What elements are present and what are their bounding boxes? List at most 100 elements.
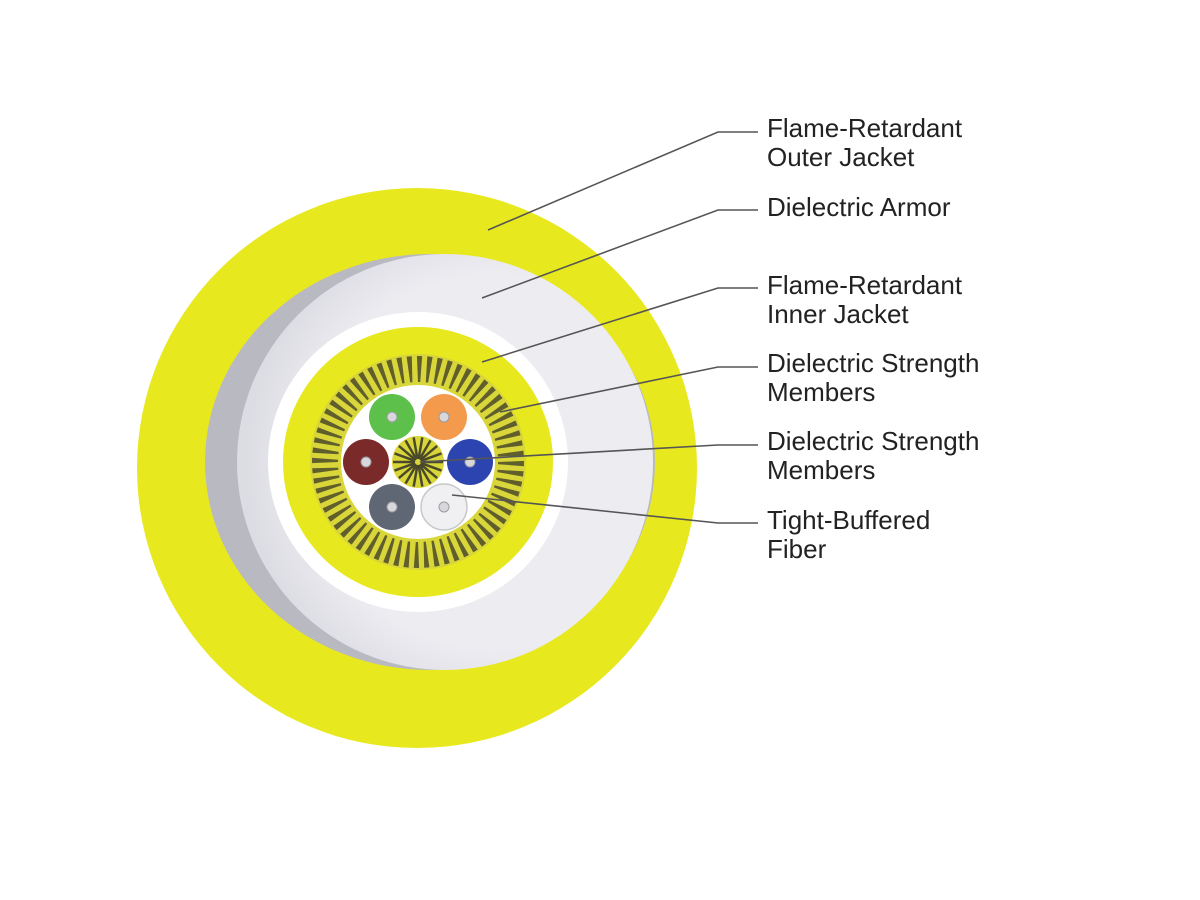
central-yarn-strand (404, 463, 418, 485)
yarn-strand (416, 356, 423, 382)
yarn-strand (468, 379, 489, 402)
yarn-strand (347, 522, 368, 545)
central-yarn-strand (418, 463, 432, 485)
yarn-strand (462, 373, 481, 397)
fiber-core (386, 411, 398, 423)
central-yarn-strand (398, 444, 417, 462)
yarn-strand (446, 535, 460, 562)
yarn-strand (439, 538, 450, 565)
central-yarn-strand (394, 461, 416, 472)
yarn-strand (376, 362, 390, 389)
cable-cross-section (137, 188, 697, 748)
yarn-strand (396, 357, 405, 384)
yarn-strand (329, 399, 353, 418)
yarn-strand (474, 386, 496, 407)
yarn-strand (497, 469, 524, 477)
yarn-strand (455, 368, 472, 393)
yarn-strand (318, 490, 345, 504)
yarn-strand (313, 475, 340, 484)
leader-inner-jacket (481, 287, 758, 363)
yarn-strand (496, 440, 523, 449)
yarn-strand (406, 356, 413, 383)
leader-strength-members-central (419, 444, 758, 463)
yarn-strand (322, 497, 348, 513)
label-strength-members-outer-line1: Dielectric Strength (767, 348, 979, 378)
yarn-strand (460, 528, 478, 553)
yarn-strand (349, 377, 369, 401)
label-inner-jacket-line2: Inner Jacket (767, 299, 909, 329)
yarn-strand (479, 393, 503, 413)
yarn-strand (312, 457, 338, 464)
yarn-strand (431, 540, 440, 567)
central-yarn-strand (419, 444, 438, 462)
yarn-strand (313, 437, 340, 447)
yarn-strand (373, 535, 388, 561)
central-yarn-strand (418, 439, 432, 461)
yarn-strand (319, 417, 345, 432)
central-strength-member (392, 436, 444, 488)
yarn-strand (484, 402, 509, 420)
central-yarn-strand (420, 461, 442, 472)
label-strength-members-central-line2: Members (767, 455, 875, 485)
yarn-strand (386, 359, 397, 386)
yarn-strand (423, 541, 430, 568)
yarn-strand (488, 411, 514, 427)
yarn-strand (333, 511, 357, 531)
leader-fiber (451, 494, 758, 524)
yarn-strand (327, 504, 352, 522)
yarn-strand (355, 527, 374, 551)
fiber-core (386, 501, 398, 513)
central-yarn-strand (398, 462, 417, 480)
yarn-strand (487, 499, 512, 516)
yarn-strand (433, 357, 443, 384)
label-outer-jacket-line2: Outer Jacket (767, 142, 915, 172)
yarn-strand (358, 371, 376, 396)
yarn-strand (493, 485, 520, 497)
central-yarn-strand (394, 452, 416, 463)
central-yarn-strand (412, 464, 419, 487)
central-yarn-strand (412, 437, 419, 460)
yarn-strand (383, 537, 395, 564)
fiber-core (438, 501, 450, 513)
yarn-strand (473, 518, 494, 540)
yarn-strand (497, 450, 524, 457)
leader-lines (419, 131, 758, 524)
yarn-strand (367, 366, 383, 392)
yarn-strand (403, 541, 411, 568)
yarn-strand (324, 408, 349, 425)
yarn-strand (448, 363, 463, 389)
yarn-strand (335, 391, 358, 412)
yarn-strand (342, 384, 363, 406)
fiber-core (360, 456, 372, 468)
yarn-strand (393, 540, 403, 567)
yarn-strand (316, 427, 343, 439)
yarn-strand (478, 512, 501, 533)
yarn-strand (364, 531, 381, 556)
central-yarn-strand (417, 464, 424, 487)
yarn-strand (425, 356, 433, 383)
yarn-strand (340, 517, 362, 538)
central-yarn-strand (420, 452, 442, 463)
fiber-core (438, 411, 450, 423)
label-armor: Dielectric Armor (767, 192, 951, 222)
yarn-strand (483, 506, 507, 525)
label-strength-members-central-line1: Dielectric Strength (767, 426, 979, 456)
yarn-strand (491, 492, 517, 507)
central-yarn-strand (419, 462, 438, 480)
leader-strength-members-outer (499, 366, 758, 413)
yarn-strand (312, 447, 339, 455)
label-fiber-line1: Tight-Buffered (767, 505, 930, 535)
callout-labels: Flame-Retardant Outer Jacket Dielectric … (767, 113, 979, 564)
strength-yarn-strands (312, 356, 524, 568)
yarn-strand (496, 477, 523, 487)
label-strength-members-outer-line2: Members (767, 377, 875, 407)
label-outer-jacket-line1: Flame-Retardant (767, 113, 963, 143)
yarn-strand (498, 460, 524, 467)
label-fiber-line2: Fiber (767, 534, 827, 564)
yarn-strand (312, 467, 339, 474)
leader-armor (481, 209, 758, 299)
central-strength-yarn (393, 437, 443, 487)
yarn-strand (315, 483, 342, 494)
yarn-strand (453, 532, 469, 558)
